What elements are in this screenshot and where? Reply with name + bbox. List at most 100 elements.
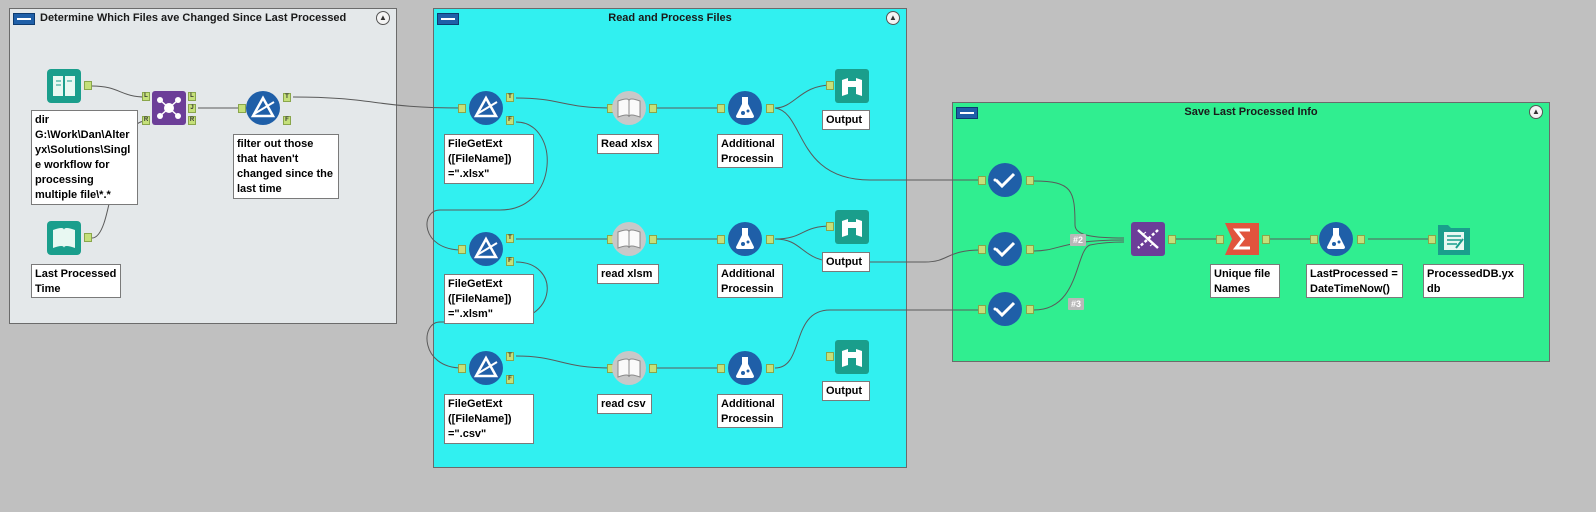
join-tool[interactable] [151, 90, 187, 126]
directory-tool[interactable] [46, 68, 82, 104]
input-anchor[interactable] [717, 235, 725, 244]
output-anchor[interactable] [1026, 245, 1034, 254]
directory-icon [47, 69, 81, 103]
browse-tool-3[interactable] [834, 339, 870, 375]
filter-csv-annotation: FileGetExt ([FileName]) =".csv" [444, 394, 534, 444]
output-annotation-3: Output [822, 381, 870, 401]
flask-formula-icon [728, 91, 762, 125]
true-output-anchor[interactable]: T [506, 352, 514, 361]
formula-tool-1[interactable] [727, 90, 763, 126]
connector [774, 107, 982, 181]
collapse-icon[interactable]: ▲ [886, 11, 900, 25]
output-anchor[interactable] [84, 81, 92, 90]
input-anchor[interactable] [978, 176, 986, 185]
container-icon [13, 13, 35, 25]
join-right-output[interactable]: R [188, 116, 196, 125]
filter-xlsx-annotation: FileGetExt ([FileName]) =".xlsx" [444, 134, 534, 184]
binoculars-browse-icon [835, 69, 869, 103]
union-tool[interactable] [1130, 221, 1166, 257]
input-anchor[interactable] [717, 364, 725, 373]
connector [426, 121, 548, 251]
output-anchor[interactable] [1026, 305, 1034, 314]
formula-tool-3[interactable] [727, 350, 763, 386]
join-left-output[interactable]: L [188, 92, 196, 101]
input-anchor[interactable] [458, 104, 466, 113]
filter-xlsm-annotation: FileGetExt ([FileName]) =".xlsm" [444, 274, 534, 324]
true-output-anchor[interactable]: T [506, 93, 514, 102]
select-tool-2[interactable] [987, 231, 1023, 267]
filter-tool-xlsx[interactable] [468, 90, 504, 126]
book-input-icon [612, 351, 646, 385]
connector [774, 84, 833, 109]
flask-formula-icon [1319, 222, 1353, 256]
checkmark-select-icon [988, 292, 1022, 326]
browse-tool-2[interactable] [834, 209, 870, 245]
output-anchor[interactable] [1357, 235, 1365, 244]
true-output-anchor[interactable]: T [506, 234, 514, 243]
output-file-icon [1438, 225, 1470, 255]
output-anchor[interactable] [1026, 176, 1034, 185]
directory-annotation: dir G:\Work\Dan\Alteryx\Solutions\Single… [31, 110, 138, 205]
output-anchor[interactable] [649, 104, 657, 113]
container-header[interactable]: Save Last Processed Info ▲ [953, 103, 1549, 123]
additional-processing-1: Additional Processing [717, 134, 783, 168]
left-input-anchor[interactable]: L [142, 92, 150, 101]
input-data-tool-csv[interactable] [611, 350, 647, 386]
output-anchor[interactable] [1168, 235, 1176, 244]
container-header[interactable]: Read and Process Files ▲ [434, 9, 906, 29]
output-anchor[interactable] [766, 235, 774, 244]
summarize-tool[interactable] [1224, 221, 1260, 257]
directory-tool-last-processed[interactable] [46, 220, 82, 256]
input-data-tool-xlsx[interactable] [611, 90, 647, 126]
collapse-icon[interactable]: ▲ [376, 11, 390, 25]
false-output-anchor[interactable]: F [506, 257, 514, 266]
join-join-output[interactable]: J [188, 104, 196, 113]
input-anchor[interactable] [238, 104, 246, 113]
false-output-anchor[interactable]: F [283, 116, 291, 125]
unique-file-names-annotation: Unique file Names [1210, 264, 1280, 298]
container-header[interactable]: Determine Which Files ave Changed Since … [10, 9, 396, 29]
flask-formula-icon [728, 351, 762, 385]
false-output-anchor[interactable]: F [506, 116, 514, 125]
input-data-tool-xlsm[interactable] [611, 221, 647, 257]
input-anchor[interactable] [978, 305, 986, 314]
read-xlsx-annotation: Read xlsx [597, 134, 659, 154]
connector [774, 225, 833, 240]
output-anchor[interactable] [1262, 235, 1270, 244]
select-tool-1[interactable] [987, 162, 1023, 198]
binoculars-browse-icon [835, 210, 869, 244]
connector [1033, 239, 1125, 252]
input-anchor[interactable] [978, 245, 986, 254]
true-output-anchor[interactable]: T [283, 93, 291, 102]
input-anchor[interactable] [458, 245, 466, 254]
input-anchor[interactable] [717, 104, 725, 113]
input-anchor[interactable] [1428, 235, 1436, 244]
output-annotation-2: Output [822, 252, 870, 272]
checkmark-select-icon [988, 232, 1022, 266]
right-input-anchor[interactable]: R [142, 116, 150, 125]
output-data-tool[interactable] [1436, 221, 1472, 257]
filter-tool-csv[interactable] [468, 350, 504, 386]
input-anchor[interactable] [826, 81, 834, 90]
output-anchor[interactable] [766, 364, 774, 373]
output-anchor[interactable] [649, 364, 657, 373]
input-anchor[interactable] [826, 222, 834, 231]
output-anchor[interactable] [649, 235, 657, 244]
directory-icon [47, 221, 81, 255]
select-tool-3[interactable] [987, 291, 1023, 327]
output-anchor[interactable] [84, 233, 92, 242]
browse-tool-1[interactable] [834, 68, 870, 104]
input-anchor[interactable] [1310, 235, 1318, 244]
filter-tool[interactable] [245, 90, 281, 126]
false-output-anchor[interactable]: F [506, 375, 514, 384]
formula-tool-2[interactable] [727, 221, 763, 257]
connector [774, 238, 983, 263]
input-anchor[interactable] [1216, 235, 1224, 244]
input-anchor[interactable] [458, 364, 466, 373]
input-anchor[interactable] [826, 352, 834, 361]
collapse-icon[interactable]: ▲ [1529, 105, 1543, 119]
output-anchor[interactable] [766, 104, 774, 113]
filter-tool-xlsm[interactable] [468, 231, 504, 267]
formula-tool-lastprocessed[interactable] [1318, 221, 1354, 257]
